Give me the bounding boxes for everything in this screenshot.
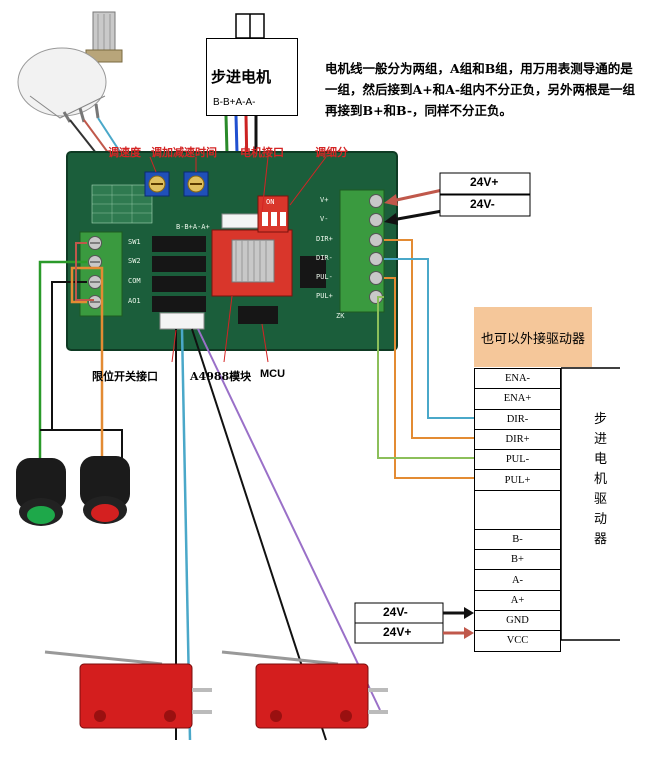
driver-pin-row xyxy=(474,489,561,530)
pcb-motor-port: B-B+A-A+ xyxy=(176,223,210,231)
driver-pin-label: DIR+ xyxy=(474,428,561,451)
limit-connector xyxy=(159,312,205,330)
speed-label: 调速度 xyxy=(108,146,141,159)
power-bottom-minus: 24V- xyxy=(383,605,408,619)
button-wire-green xyxy=(38,260,87,465)
a4988-label: A4988模块 xyxy=(190,370,252,383)
pcb-pulp: PUL+ xyxy=(316,292,333,300)
wiring-note: 电机线一般分为两组，A组和B组，用万用表测导通的是一组，然后接到A+和A-组内不… xyxy=(325,61,636,118)
pcb-dirm: DIR- xyxy=(316,254,333,262)
driver-pin-label: VCC xyxy=(474,630,561,652)
chip-icon xyxy=(152,296,206,312)
driver-pin-row: PUL+ xyxy=(474,469,561,491)
pcb-pulm: PUL- xyxy=(316,273,333,281)
pcb-ao1: AO1 xyxy=(128,297,141,305)
driver-title: 步进电机驱动器 xyxy=(594,412,608,547)
driver-pin-label: B+ xyxy=(474,549,561,571)
pcb-vplus: V+ xyxy=(320,196,329,204)
driver-pin-row: B- xyxy=(474,528,561,551)
chip-icon xyxy=(152,236,206,252)
button-wire-orange xyxy=(70,266,104,462)
red-button-icon xyxy=(80,456,130,524)
power-bottom-plus: 24V+ xyxy=(383,625,412,639)
driver-pin-row: A- xyxy=(474,569,561,591)
power-plus-box xyxy=(439,172,531,195)
pcb-sw2: SW2 xyxy=(128,257,141,265)
dir-minus-wire xyxy=(384,258,474,419)
motor-port-label: 电机接口 xyxy=(240,146,284,159)
driver-pin-row: B+ xyxy=(474,549,561,571)
pcb-vminus: V- xyxy=(320,215,329,223)
driver-pin-row: PUL- xyxy=(474,449,561,471)
limit-switch-left-icon xyxy=(44,650,212,729)
driver-pin-label: B- xyxy=(474,528,561,551)
a4988-module-icon xyxy=(211,229,293,297)
green-button-icon xyxy=(16,458,66,526)
pot-red-wire xyxy=(75,242,94,301)
stepper-motor xyxy=(206,38,298,116)
driver-pin-label: DIR- xyxy=(474,408,561,430)
dir-plus-wire xyxy=(384,239,474,439)
pul-plus-wire xyxy=(384,277,474,479)
driver-pin-row: A+ xyxy=(474,589,561,611)
driver-pin-label: PUL+ xyxy=(474,469,561,491)
microstep-label: 调细分 xyxy=(315,146,348,159)
motor-title: 步进电机 xyxy=(211,68,272,86)
pcb-zk: ZK xyxy=(336,312,345,320)
chip-icon xyxy=(152,256,206,272)
right-terminal-block xyxy=(339,189,385,313)
limit-switch-right-icon xyxy=(221,650,388,729)
power-top-minus: 24V- xyxy=(470,197,495,211)
motor-pins: B-B+A-A- xyxy=(213,97,256,108)
potentiometer-icon xyxy=(17,11,123,123)
limit-wire xyxy=(197,328,381,711)
driver-pin-row: DIR- xyxy=(474,408,561,430)
accel-trimpot-icon xyxy=(183,171,209,197)
pcb-dirp: DIR+ xyxy=(316,235,333,243)
chip-icon xyxy=(152,276,206,292)
driver-pin-row: GND xyxy=(474,609,561,632)
pcb-dip-on: ON xyxy=(266,198,275,206)
driver-pin-label: ENA- xyxy=(474,367,561,390)
accel-label: 调加减速时间 xyxy=(151,146,217,159)
driver-pin-row: ENA+ xyxy=(474,388,561,410)
driver-pin-row: DIR+ xyxy=(474,428,561,451)
driver-pin-label: ENA+ xyxy=(474,388,561,410)
driver-pin-label: PUL- xyxy=(474,449,561,471)
limit-label: 限位开关接口 xyxy=(92,370,158,383)
power-minus-box xyxy=(439,194,531,217)
pcb-com: COM xyxy=(128,277,141,285)
driver-pin-label: GND xyxy=(474,609,561,632)
mcu-chip-icon xyxy=(238,306,278,324)
pul-minus-wire xyxy=(377,296,474,459)
power-top-plus: 24V+ xyxy=(470,175,499,189)
chip-icon xyxy=(300,256,326,288)
pcb-sw1: SW1 xyxy=(128,238,141,246)
driver-pin-label: A- xyxy=(474,569,561,591)
speed-trimpot-icon xyxy=(144,171,170,197)
driver-pin-row: VCC xyxy=(474,630,561,652)
driver-pin-row: ENA- xyxy=(474,367,561,390)
mcu-label: MCU xyxy=(260,368,286,380)
external-driver-note: 也可以外接驱动器 xyxy=(474,307,592,367)
driver-pin-label xyxy=(474,489,561,530)
driver-pin-label: A+ xyxy=(474,589,561,611)
